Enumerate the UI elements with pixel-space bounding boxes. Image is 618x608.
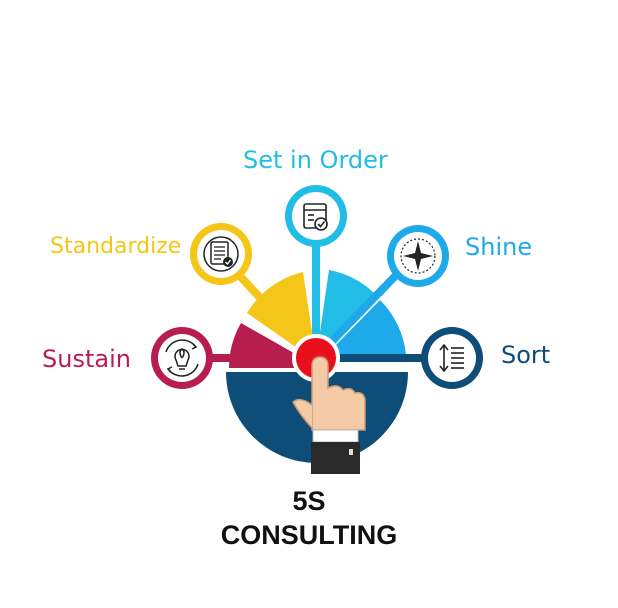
circle-standardize: [190, 223, 252, 285]
sort-lines-icon: [439, 343, 464, 373]
segment-shine: [334, 300, 406, 361]
segment-standardize: [247, 272, 313, 350]
label-standardize: Standardize: [50, 234, 182, 259]
eco-bulb-icon: [165, 339, 199, 377]
circle-shine: [387, 225, 449, 287]
title-line-1: 5S: [292, 486, 326, 516]
box-checklist-icon: [303, 203, 328, 231]
label-sort: Sort: [501, 341, 551, 369]
title-line-2: CONSULTING: [220, 520, 398, 550]
segment-set-in-order: [319, 270, 374, 342]
circle-set-in-order: [285, 185, 347, 247]
sparkle-icon: [400, 238, 436, 274]
document-check-icon: [203, 236, 239, 272]
label-set-in-order: Set in Order: [243, 146, 388, 174]
circle-sustain: [151, 327, 213, 389]
label-sustain: Sustain: [42, 345, 131, 373]
label-shine: Shine: [465, 233, 533, 261]
circle-sort: [421, 327, 483, 389]
pointing-hand-icon: [292, 356, 366, 474]
